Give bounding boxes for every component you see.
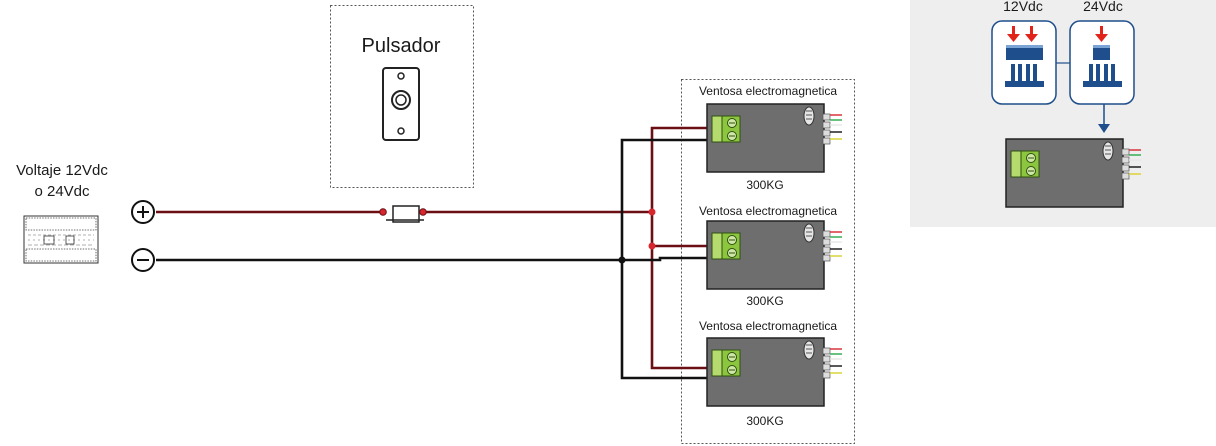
negative-wires [156, 138, 710, 380]
lock-rating: 300KG [746, 294, 783, 308]
push-button-label: Pulsador [362, 35, 441, 57]
magnetic-lock-icon [1005, 138, 1142, 208]
magnetic-lock-icon [706, 103, 843, 173]
arrow-down-icon [1098, 124, 1110, 133]
plus-circle-icon [131, 200, 155, 224]
jumper-label-24v: 24Vdc [1083, 0, 1123, 14]
switch-symbol [379, 205, 427, 223]
positive-wires [156, 126, 710, 370]
lock-rating: 300KG [746, 178, 783, 192]
lock-rating: 300KG [746, 414, 783, 428]
magnetic-lock-3: Ventosa electromagnetica 300KG [699, 319, 843, 428]
lock-title: Ventosa electromagnetica [699, 84, 837, 98]
junction-dot [648, 242, 656, 250]
push-button-frame [330, 5, 474, 188]
junction-dot [618, 256, 626, 264]
power-supply-icon [23, 215, 99, 264]
lock-title: Ventosa electromagnetica [699, 319, 837, 333]
push-button-icon[interactable] [382, 67, 420, 141]
power-label-line2: o 24Vdc [34, 183, 90, 200]
arrow-down-icon [1007, 26, 1038, 42]
magnetic-lock-2: Ventosa electromagnetica 300KG [699, 204, 843, 308]
power-label-line1: Voltaje 12Vdc [16, 162, 108, 179]
jumper-panel: 12Vdc 24Vdc [910, 0, 1216, 227]
magnetic-lock-1: Ventosa electromagnetica 300KG [699, 84, 843, 192]
jumper-icon[interactable] [991, 20, 1057, 105]
magnetic-lock-icon [706, 220, 843, 290]
junction-dot [648, 208, 656, 216]
magnetic-lock-icon [706, 337, 843, 407]
jumper-icon[interactable] [1069, 20, 1135, 105]
minus-circle-icon [131, 248, 155, 272]
locks-frame [681, 79, 855, 444]
lock-title: Ventosa electromagnetica [699, 204, 837, 218]
arrow-down-icon [1095, 26, 1108, 42]
jumper-label-12v: 12Vdc [1003, 0, 1043, 14]
